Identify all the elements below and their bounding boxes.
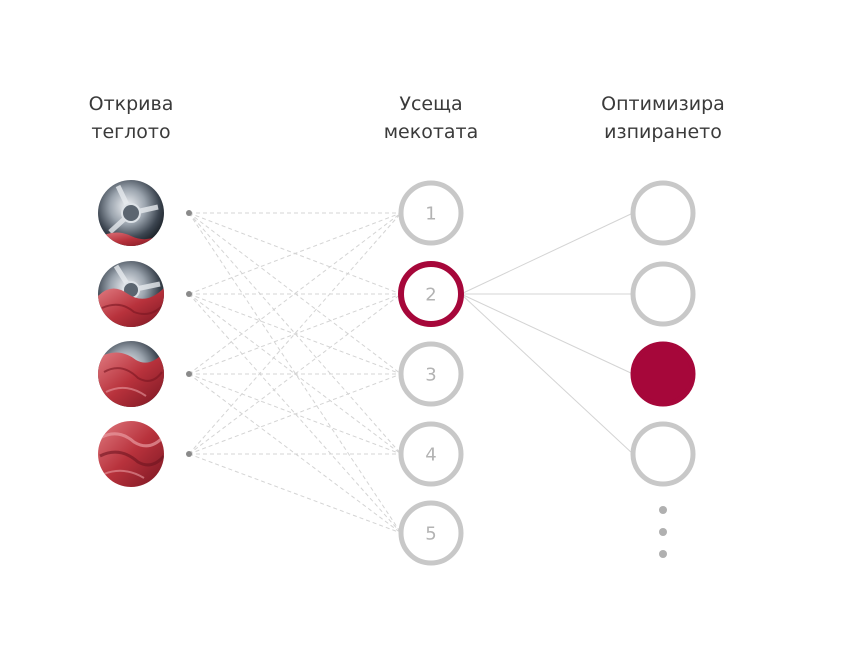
more-options-ellipsis: [659, 506, 667, 558]
heading-line-2: теглото: [91, 121, 170, 143]
dashed-link: [188, 373, 402, 534]
weight-dot: [186, 210, 192, 216]
softness-number: 3: [425, 365, 436, 386]
softness-ring: [398, 341, 464, 407]
wash-node-2: [630, 261, 696, 327]
dashed-link: [188, 293, 402, 375]
column-heading-weight: Открива теглото: [89, 93, 174, 143]
softness-number: 1: [425, 204, 436, 225]
softness-number: 2: [425, 285, 436, 306]
load-level-4-image: [98, 421, 164, 487]
dashed-link: [188, 373, 402, 455]
softness-ring: [398, 421, 464, 487]
load-level-3-image: [98, 341, 164, 407]
softness-ring: [398, 180, 464, 246]
ellipsis-dot: [659, 506, 667, 514]
dashed-link: [188, 293, 402, 534]
weight-dot: [186, 451, 192, 457]
wash-node-4: [630, 421, 696, 487]
weight-to-softness-links: [188, 212, 402, 534]
ellipsis-dot: [659, 528, 667, 536]
wash-node-1: [630, 180, 696, 246]
softness-node-4: 4: [398, 421, 464, 487]
softness-ring: [398, 261, 464, 327]
weight-dot: [186, 371, 192, 377]
dashed-link: [188, 293, 402, 455]
dashed-link: [188, 293, 402, 455]
heading-line-1: Открива: [89, 93, 174, 115]
wash-node-3: [630, 341, 696, 407]
column-heading-optimize: Оптимизира изпирането: [601, 93, 725, 143]
ellipsis-dot: [659, 550, 667, 558]
weight-node-dots: [186, 210, 192, 457]
softness-node-5: 5: [398, 500, 464, 566]
heading-line-1: Оптимизира: [601, 93, 725, 115]
softness-ring: [398, 500, 464, 566]
dashed-link: [188, 212, 402, 534]
softness-node-3: 3: [398, 341, 464, 407]
dashed-link: [188, 212, 402, 455]
softness-node-2: 2: [398, 261, 464, 327]
heading-line-1: Усеща: [399, 93, 462, 115]
softness-node-1: 1: [398, 180, 464, 246]
solid-link: [460, 293, 634, 455]
wash-nodes: [630, 180, 696, 487]
column-heading-softness: Усеща мекотата: [384, 93, 479, 143]
load-level-1-image: [98, 180, 164, 246]
heading-line-2: мекотата: [384, 121, 479, 143]
dashed-link: [188, 212, 402, 375]
weight-dot: [186, 291, 192, 297]
dashed-link: [188, 453, 402, 534]
softness-number: 5: [425, 524, 436, 545]
softness-nodes: 1 2 3 4 5: [398, 180, 464, 566]
dashed-link: [188, 212, 402, 455]
dashed-link: [188, 212, 402, 295]
heading-line-2: изпирането: [604, 121, 722, 143]
load-level-2-image: [98, 261, 164, 327]
softness-to-wash-links: [460, 212, 634, 455]
solid-link: [460, 212, 634, 295]
softness-number: 4: [425, 445, 436, 466]
solid-link: [460, 293, 634, 375]
